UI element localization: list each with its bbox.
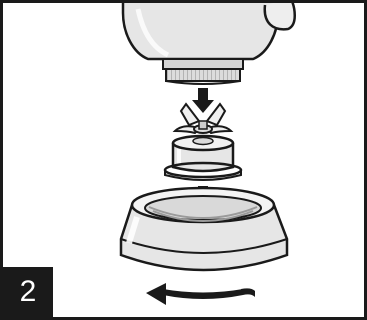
rotate-left-arrow-icon: [146, 283, 255, 305]
step-number-badge: 2: [3, 267, 53, 317]
down-arrow-icon: [192, 88, 214, 113]
assembly-illustration: [119, 3, 296, 305]
blender-jar: [121, 3, 296, 85]
step-number: 2: [19, 275, 37, 308]
jar-base: [119, 186, 289, 272]
sealing-ring: [163, 161, 243, 181]
blade-assembly: [171, 102, 235, 173]
